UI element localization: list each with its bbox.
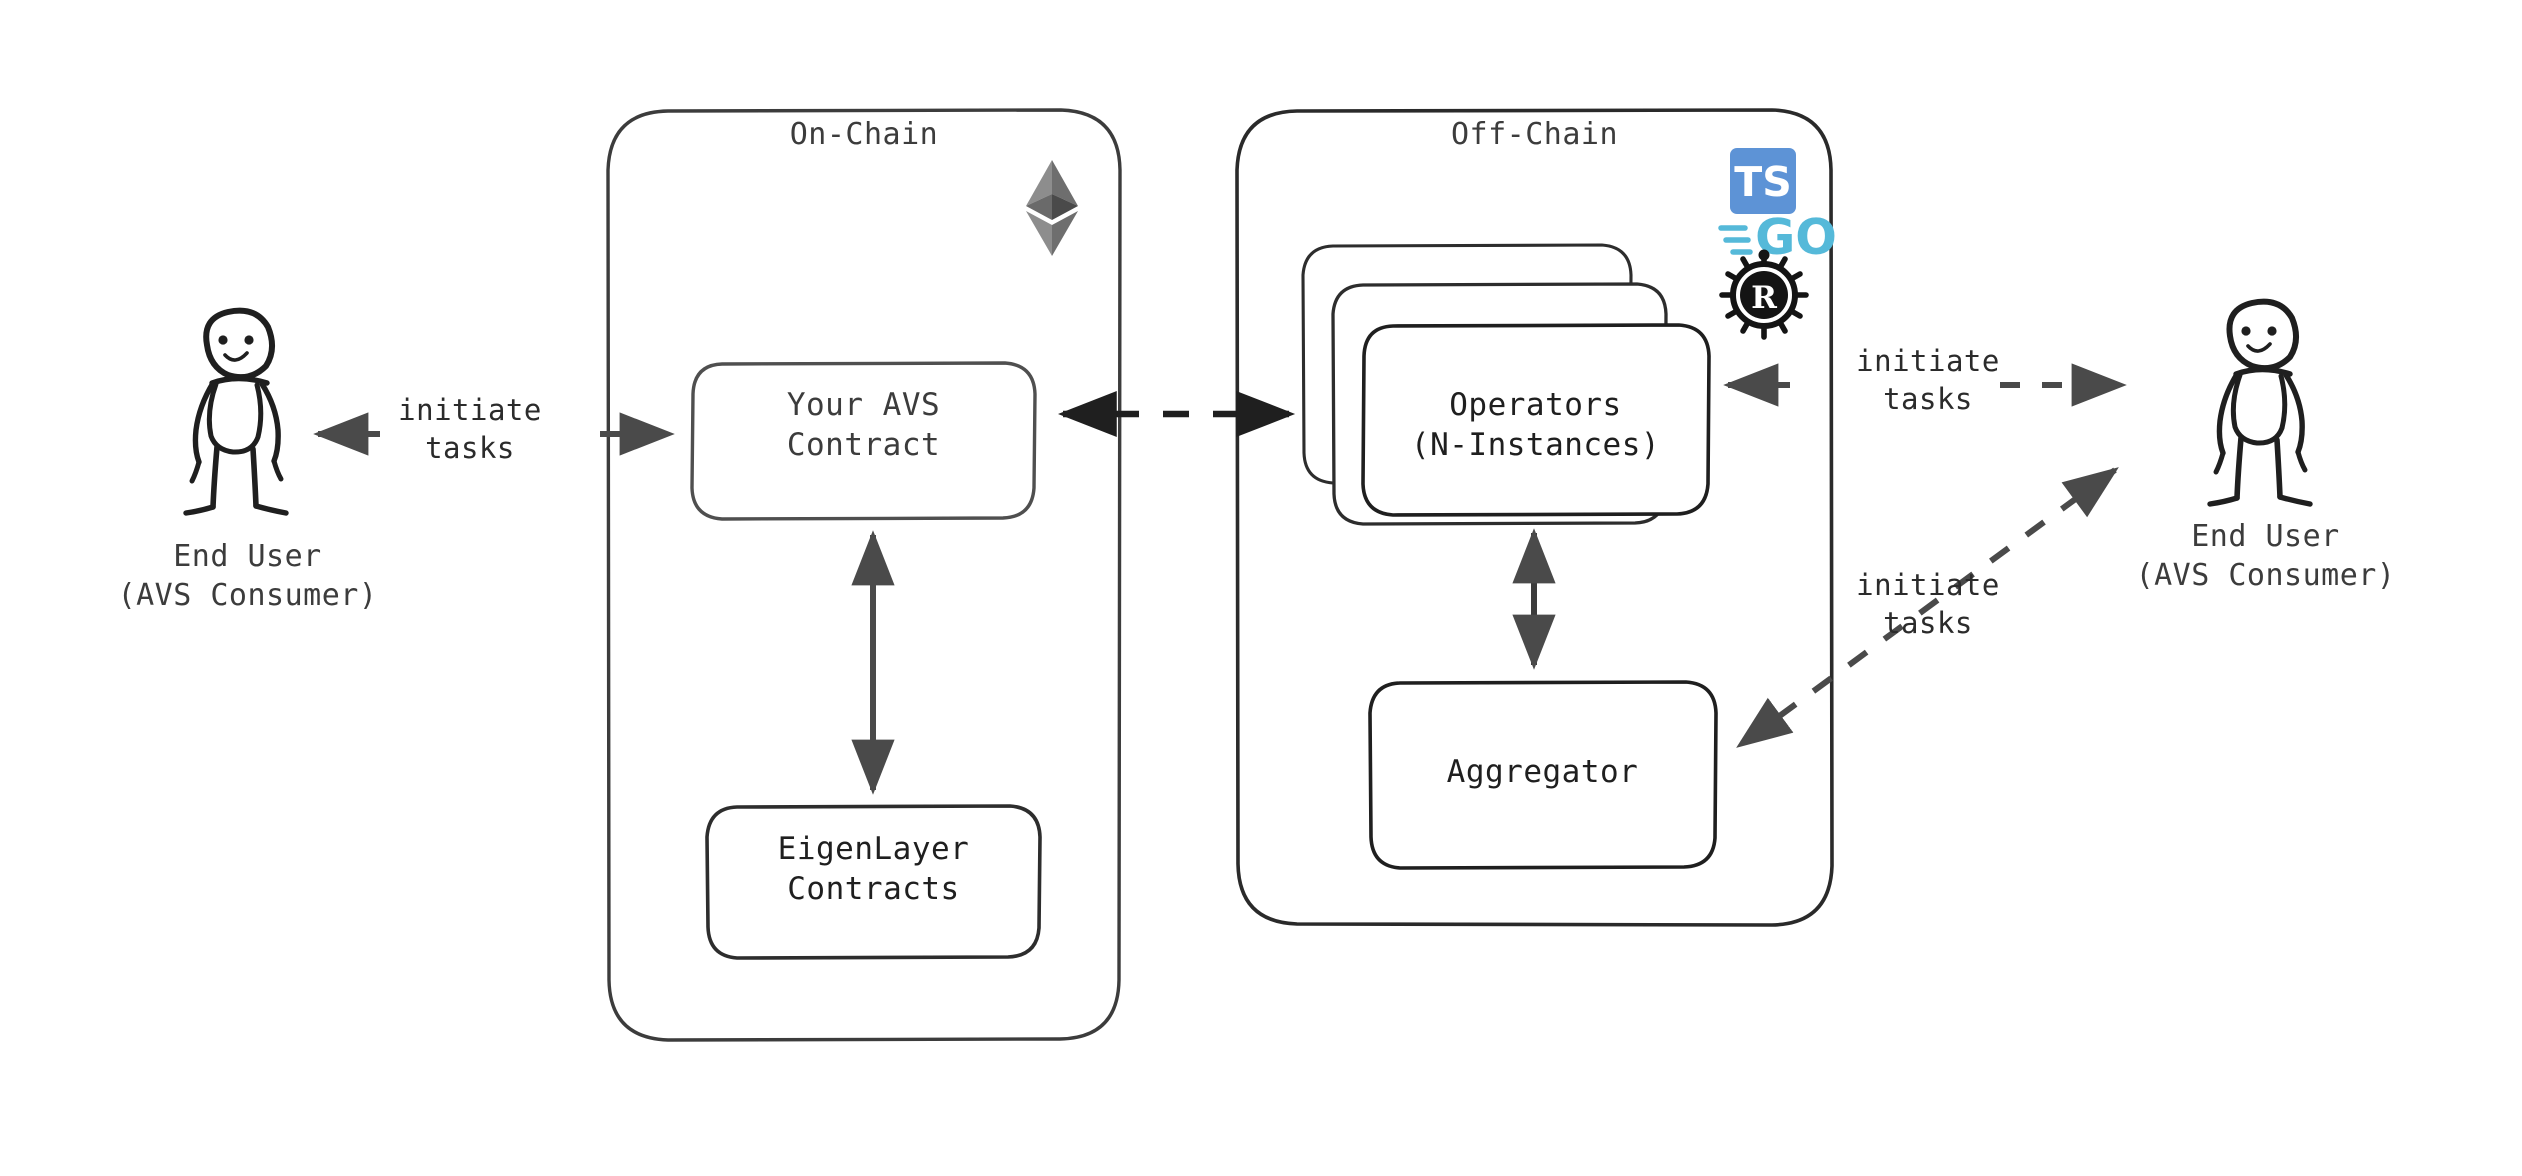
actor-label-end-user-right: End User (AVS Consumer) <box>2073 517 2458 595</box>
actor-end-user-left-figure <box>183 307 289 516</box>
node-operators <box>1361 323 1711 517</box>
actor-label-line-1: End User <box>2191 519 2340 554</box>
typescript-icon: TS <box>1730 148 1796 214</box>
node-label-your-avs-contract: Your AVS Contract <box>692 385 1035 466</box>
svg-text:TS: TS <box>1734 158 1792 206</box>
node-eigenlayer-contracts <box>705 804 1042 960</box>
container-off-chain <box>1235 108 1834 927</box>
edge-label-line-2: tasks <box>1883 605 1973 640</box>
node-label-line-1: Your AVS <box>786 387 941 423</box>
actor-end-user-right-figure <box>2207 298 2313 507</box>
node-your-avs-contract <box>690 361 1037 521</box>
node-label-operators: Operators (N-Instances) <box>1363 385 1708 466</box>
actor-label-line-1: End User <box>173 539 322 574</box>
rust-icon: R <box>1719 249 1809 340</box>
actor-label-line-2: (AVS Consumer) <box>117 578 378 613</box>
node-aggregator <box>1368 680 1718 870</box>
node-label-aggregator: Aggregator <box>1446 754 1639 790</box>
edge-label-line-1: initiate <box>398 393 542 427</box>
container-title-on-chain: On-Chain <box>789 117 939 152</box>
node-label-line-2: (N-Instances) <box>1410 427 1661 464</box>
edge-label-line-2: tasks <box>425 430 515 465</box>
node-label-line-2: Contracts <box>787 871 960 908</box>
node-label-line-1: Operators <box>1449 387 1622 423</box>
edge-user-right-to-aggregator <box>1736 467 2119 748</box>
edge-label-line-1: initiate <box>1856 568 2000 602</box>
edge-label-line-1: initiate <box>1856 344 2000 378</box>
node-label-line-1: EigenLayer <box>777 831 970 867</box>
container-title-off-chain: Off-Chain <box>1450 117 1619 152</box>
actor-label-end-user-left: End User (AVS Consumer) <box>55 537 440 615</box>
node-label-line-2: Contract <box>786 427 941 464</box>
ethereum-icon <box>1026 160 1078 256</box>
golang-icon: GO <box>1718 209 1837 266</box>
container-on-chain <box>606 108 1122 1042</box>
edge-label-line-2: tasks <box>1883 381 1973 416</box>
svg-text:R: R <box>1751 280 1777 316</box>
actor-label-line-2: (AVS Consumer) <box>2135 558 2396 593</box>
